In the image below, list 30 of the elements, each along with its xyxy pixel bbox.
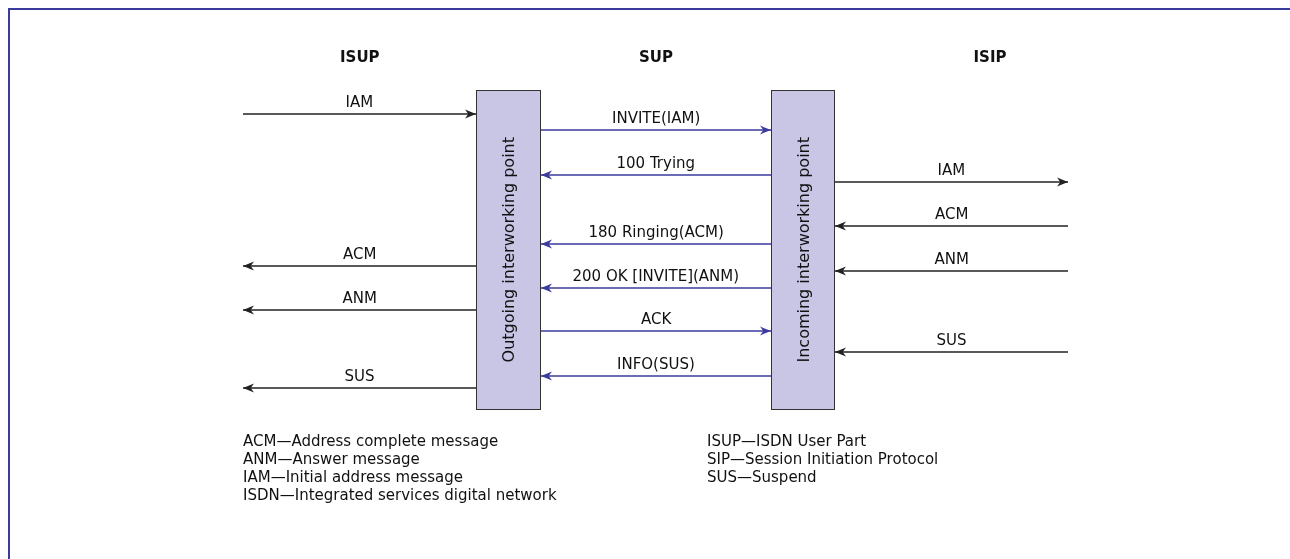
- arrow: [540, 239, 772, 249]
- glossary-entry: SUS—Suspend: [707, 468, 817, 486]
- interworking-point-box: [771, 90, 835, 410]
- glossary-entry: ISUP—ISDN User Part: [707, 432, 867, 450]
- arrow: [834, 177, 1069, 187]
- arrow: [540, 170, 772, 180]
- edge-label: INVITE(IAM): [610, 109, 703, 127]
- arrow: [242, 305, 477, 315]
- arrow: [242, 261, 477, 271]
- arrow: [834, 221, 1069, 231]
- glossary-entry: ANM—Answer message: [243, 450, 420, 468]
- arrow: [834, 266, 1069, 276]
- column-heading: ISIP: [973, 48, 1007, 66]
- glossary-entry: ACM—Address complete message: [243, 432, 499, 450]
- arrow: [834, 347, 1069, 357]
- glossary-entry: ISDN—Integrated services digital network: [243, 486, 557, 504]
- column-heading: ISUP: [340, 48, 380, 66]
- arrow: [540, 371, 772, 381]
- arrow: [540, 326, 772, 336]
- glossary-entry: IAM—Initial address message: [243, 468, 463, 486]
- box-title: Incoming interworking point: [793, 137, 813, 363]
- column-heading: SUP: [639, 48, 673, 66]
- arrow: [242, 383, 477, 393]
- arrow: [242, 109, 477, 119]
- arrow: [540, 125, 772, 135]
- edge-label: INFO(SUS): [615, 355, 697, 373]
- glossary-entry: SIP—Session Initiation Protocol: [707, 450, 939, 468]
- box-title: Outgoing interworking point: [499, 137, 518, 363]
- interworking-point-box: [476, 90, 541, 410]
- arrow: [540, 283, 772, 293]
